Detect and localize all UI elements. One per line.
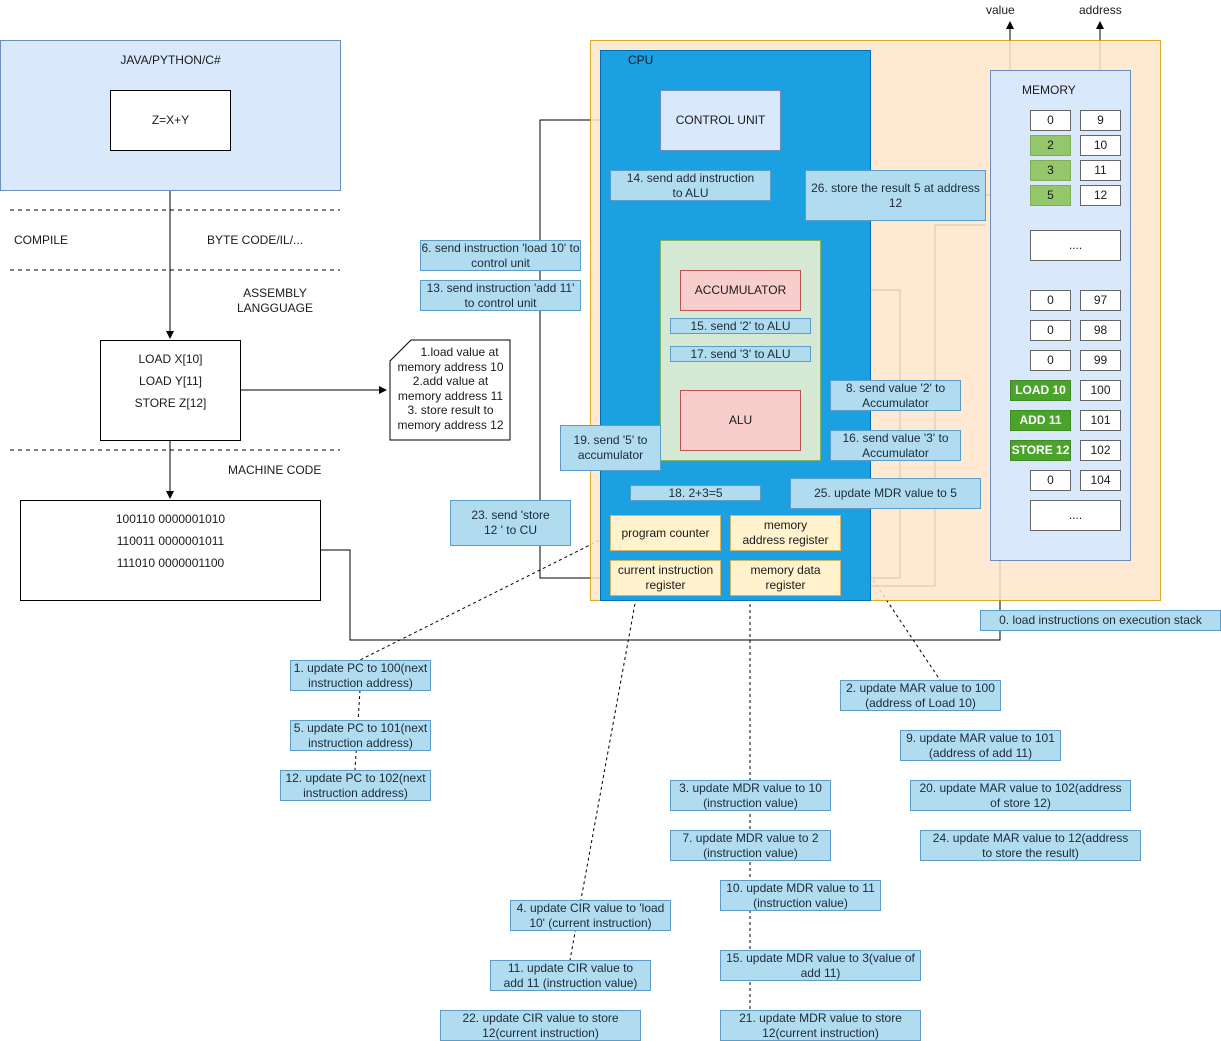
step-note-3: 3. update MDR value to 10 (instruction v… bbox=[670, 780, 831, 811]
memory-address-register: memory address register bbox=[730, 515, 841, 551]
step-note-1: 1. update PC to 100(next instruction add… bbox=[290, 660, 431, 691]
memory-value-cell: 0 bbox=[1030, 110, 1071, 131]
step-note-13: 13. send instruction 'add 11' to control… bbox=[420, 280, 581, 311]
step-note-17: 17. send '3' to ALU bbox=[670, 346, 811, 362]
memory-address-cell: 102 bbox=[1080, 440, 1121, 461]
step-note-25: 25. update MDR value to 5 bbox=[790, 478, 981, 509]
memory-ellipsis: .... bbox=[1030, 500, 1121, 531]
program-counter: program counter bbox=[610, 515, 721, 551]
memory-address-cell: 98 bbox=[1080, 320, 1121, 341]
step-note-16: 16. send value '3' to Accumulator bbox=[830, 430, 961, 461]
memory-address-cell: 100 bbox=[1080, 380, 1121, 401]
step-note-21: 21. update MDR value to store 12(current… bbox=[720, 1010, 921, 1041]
step-note-14: 14. send add instruction to ALU bbox=[610, 170, 771, 201]
source-expression-box: Z=X+Y bbox=[110, 90, 231, 151]
machine-code-line: 110011 0000001011 bbox=[116, 534, 225, 548]
memory-address-cell: 11 bbox=[1080, 160, 1121, 181]
step-note-26: 26. store the result 5 at address 12 bbox=[805, 170, 986, 221]
memory-address-cell: 10 bbox=[1080, 135, 1121, 156]
memory-value-cell: 5 bbox=[1030, 185, 1071, 206]
assembly-line: LOAD X[10] bbox=[138, 352, 203, 366]
memory-instruction-cell: ADD 11 bbox=[1010, 410, 1071, 431]
step-note-8: 8. send value '2' to Accumulator bbox=[830, 380, 961, 411]
assembly-note-line: 2.add value at bbox=[412, 374, 489, 388]
memory-value-cell: 0 bbox=[1030, 350, 1071, 371]
memory-address-cell: 99 bbox=[1080, 350, 1121, 371]
assembly-note: 1.load value at memory address 10 2.add … bbox=[389, 345, 512, 432]
assembly-note-line: memory address 10 bbox=[397, 359, 504, 374]
current-instruction-register: current instruction register bbox=[610, 560, 721, 596]
machine-code-line: 100110 0000001010 bbox=[115, 512, 226, 526]
assembly-note-line: memory address 12 bbox=[397, 417, 504, 432]
cpu-title: CPU bbox=[628, 53, 654, 67]
step-note-10: 10. update MDR value to 11 (instruction … bbox=[720, 880, 881, 911]
control-unit: CONTROL UNIT bbox=[660, 90, 781, 151]
step-note-24: 24. update MAR value to 12(address to st… bbox=[920, 830, 1141, 861]
memory-address-cell: 101 bbox=[1080, 410, 1121, 431]
step-note-6: 6. send instruction 'load 10' to control… bbox=[420, 240, 581, 271]
step-note-11: 11. update CIR value to add 11 (instruct… bbox=[490, 960, 651, 991]
assembly-label-line1: ASSEMBLY bbox=[243, 286, 307, 300]
memory-address-label: address bbox=[1079, 3, 1122, 17]
step-note-5: 5. update PC to 101(next instruction add… bbox=[290, 720, 431, 751]
step-note-15b: 15. update MDR value to 3(value of add 1… bbox=[720, 950, 921, 981]
assembly-line: STORE Z[12] bbox=[134, 396, 207, 410]
step-note-12: 12. update PC to 102(next instruction ad… bbox=[280, 770, 431, 801]
memory-instruction-cell: STORE 12 bbox=[1010, 440, 1071, 461]
alu: ALU bbox=[680, 390, 801, 451]
accumulator: ACCUMULATOR bbox=[680, 270, 801, 311]
memory-address-cell: 12 bbox=[1080, 185, 1121, 206]
assembly-line: LOAD Y[11] bbox=[139, 374, 202, 388]
step-note-19: 19. send '5' to accumulator bbox=[560, 425, 661, 471]
memory-value-cell: 3 bbox=[1030, 160, 1071, 181]
memory-value-label: value bbox=[986, 3, 1015, 17]
assembly-note-shape bbox=[389, 339, 511, 441]
assembly-note-line: memory address 11 bbox=[397, 388, 504, 403]
step-note-2: 2. update MAR value to 100 (address of L… bbox=[840, 680, 1001, 711]
memory-address-cell: 104 bbox=[1080, 470, 1121, 491]
step-note-20: 20. update MAR value to 102(address of s… bbox=[910, 780, 1131, 811]
assembly-code-box: LOAD X[10] LOAD Y[11] STORE Z[12] bbox=[100, 340, 241, 441]
step-note-22: 22. update CIR value to store 12(current… bbox=[440, 1010, 641, 1041]
step-note-0: 0. load instructions on execution stack bbox=[980, 610, 1221, 631]
step-note-23: 23. send 'store 12 ' to CU bbox=[450, 500, 571, 546]
step-note-4: 4. update CIR value to 'load 10' (curren… bbox=[510, 900, 671, 931]
machine-code-line: 111010 0000001100 bbox=[116, 556, 225, 570]
compile-label: COMPILE bbox=[14, 233, 69, 247]
source-language-title: JAVA/PYTHON/C# bbox=[120, 53, 221, 67]
bytecode-label: BYTE CODE/IL/... bbox=[207, 233, 304, 247]
memory-value-cell: 0 bbox=[1030, 290, 1071, 311]
step-note-7: 7. update MDR value to 2 (instruction va… bbox=[670, 830, 831, 861]
step-note-18: 18. 2+3=5 bbox=[630, 485, 761, 501]
memory-data-register: memory data register bbox=[730, 560, 841, 596]
memory-value-cell: 0 bbox=[1030, 320, 1071, 341]
memory-address-cell: 97 bbox=[1080, 290, 1121, 311]
step-note-15a: 15. send '2' to ALU bbox=[670, 318, 811, 334]
assembly-note-line: 1.load value at bbox=[420, 345, 499, 359]
machine-code-box: 100110 0000001010 110011 0000001011 1110… bbox=[20, 500, 321, 601]
memory-title: MEMORY bbox=[1022, 83, 1076, 97]
machine-code-label: MACHINE CODE bbox=[228, 463, 322, 477]
memory-value-cell: 2 bbox=[1030, 135, 1071, 156]
memory-ellipsis: .... bbox=[1030, 230, 1121, 261]
memory-instruction-cell: LOAD 10 bbox=[1010, 380, 1071, 401]
memory-address-cell: 9 bbox=[1080, 110, 1121, 131]
step-note-9: 9. update MAR value to 101 (address of a… bbox=[900, 730, 1061, 761]
assembly-label-line2: LANGGUAGE bbox=[236, 301, 314, 315]
memory-value-cell: 0 bbox=[1030, 470, 1071, 491]
assembly-note-line: 3. store result to bbox=[407, 403, 494, 417]
